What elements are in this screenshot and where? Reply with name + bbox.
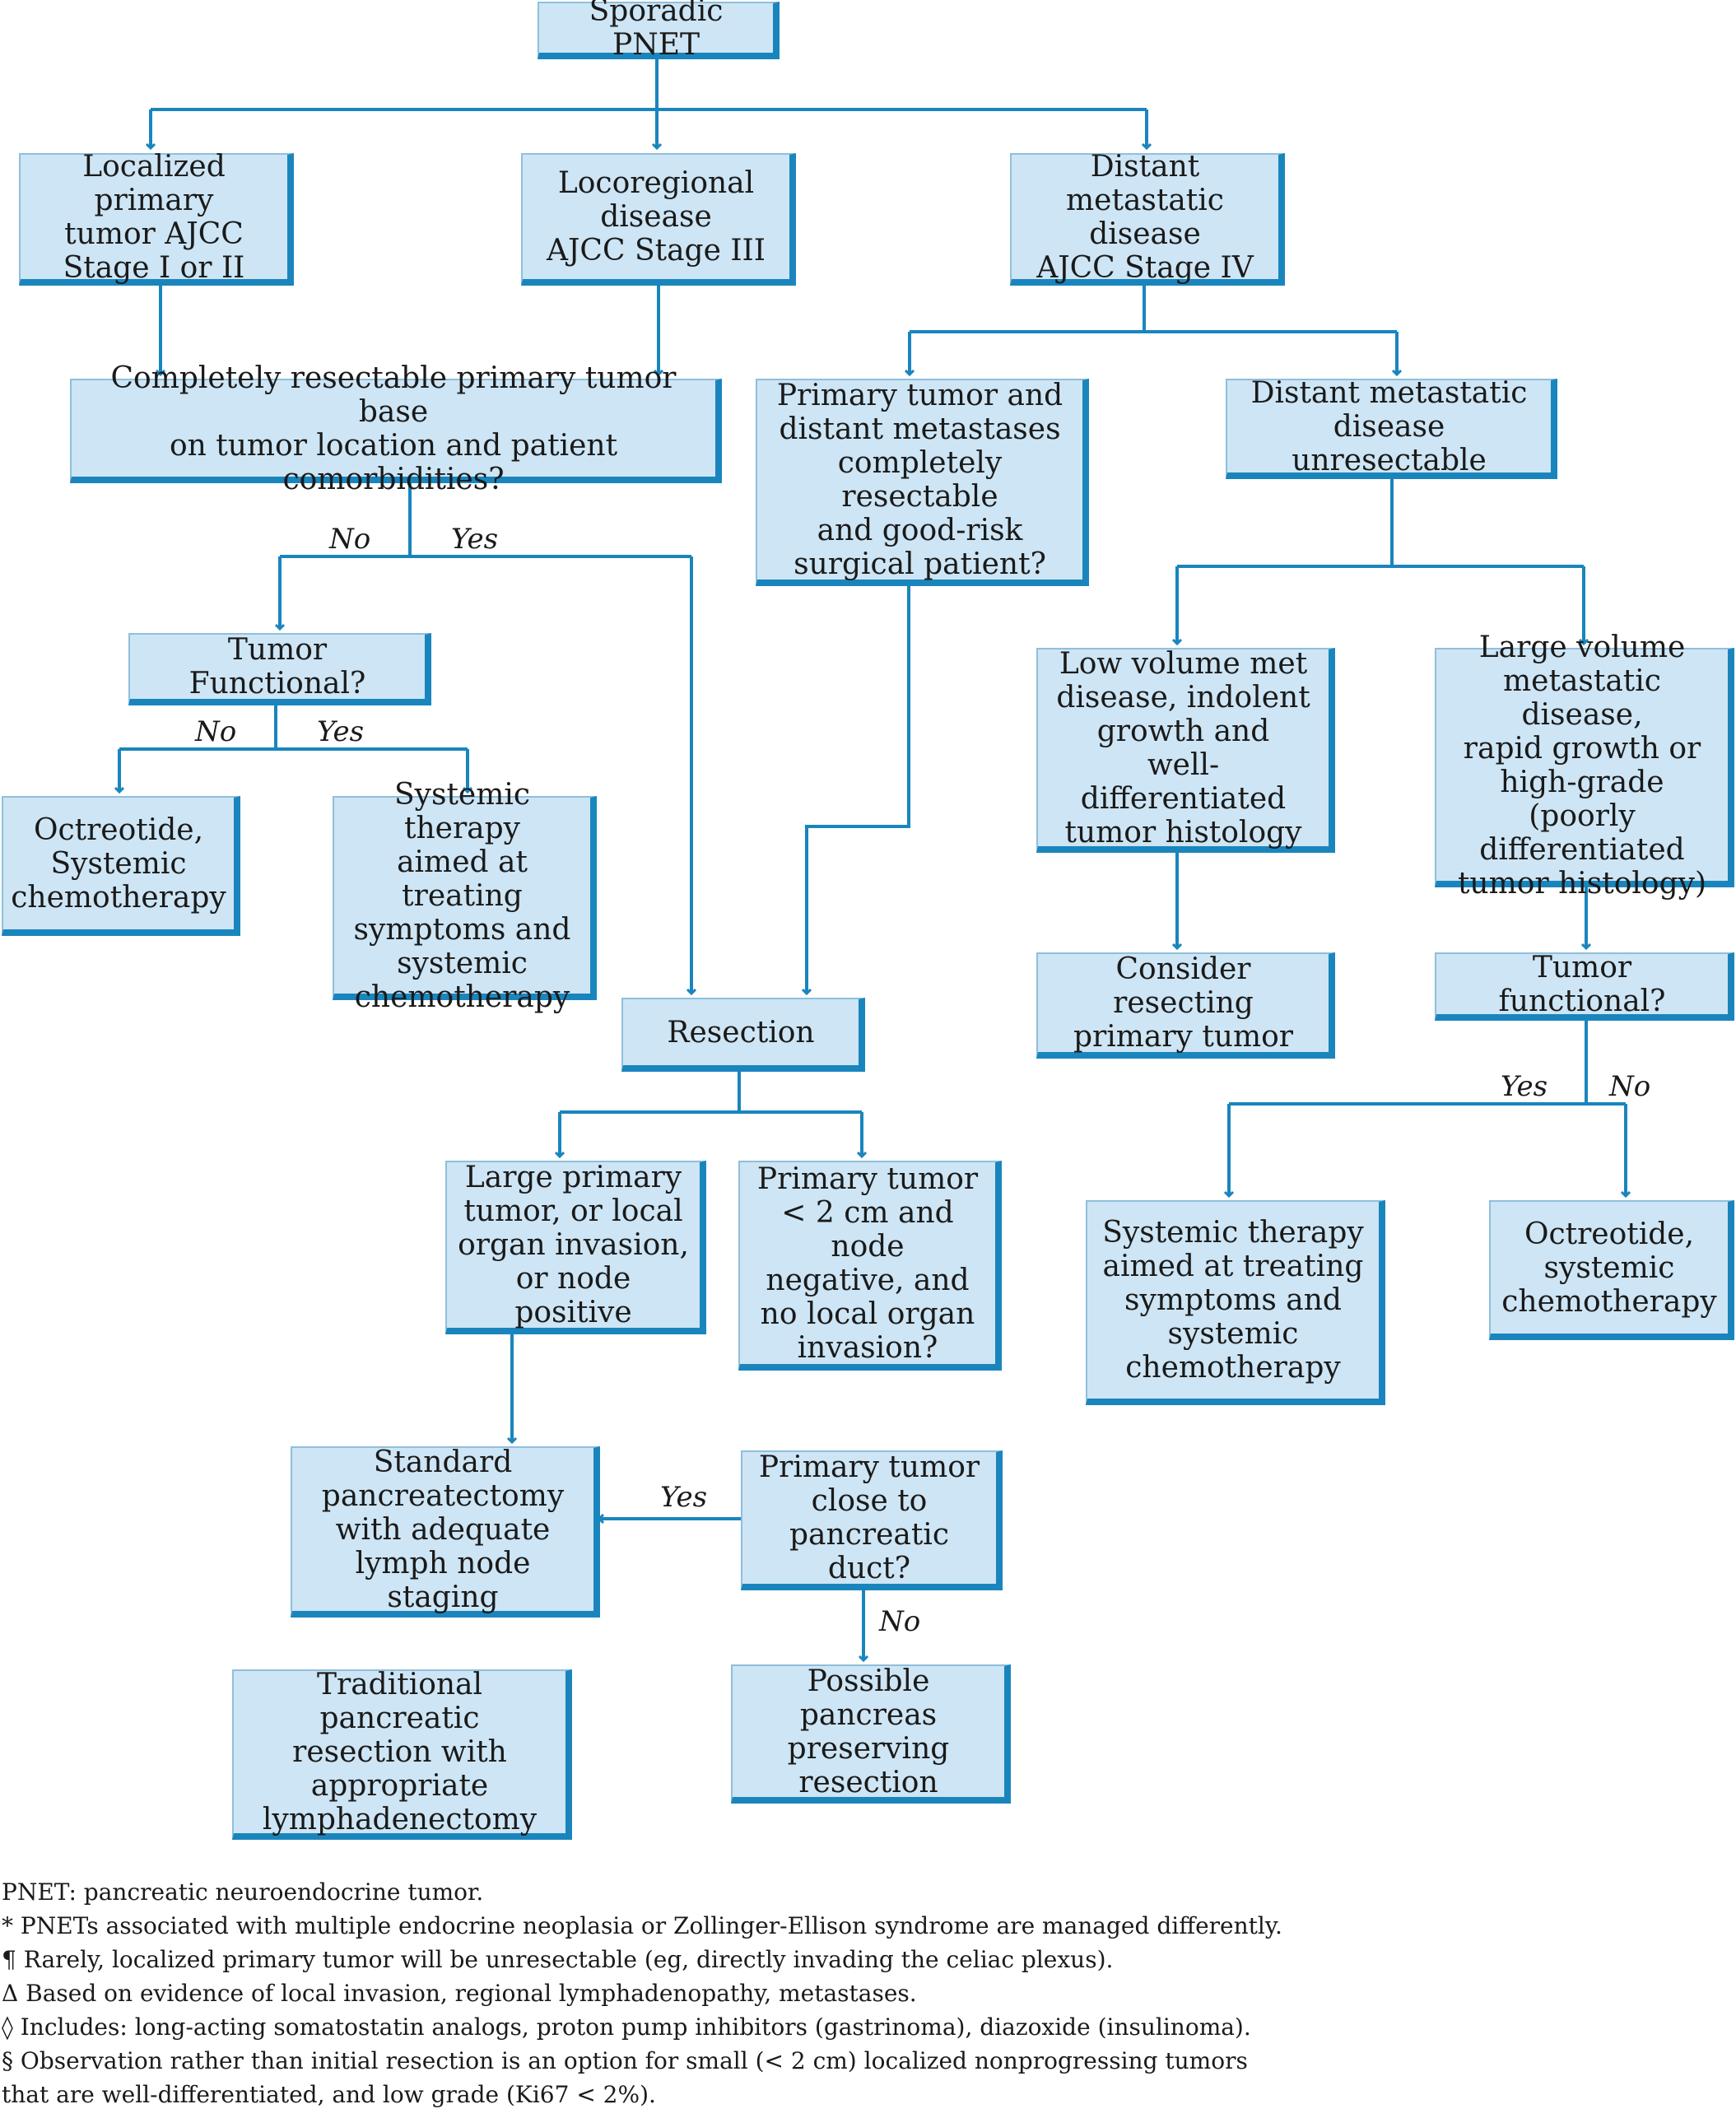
small-primary-node: Primary tumor < 2 cm and node negative, … [738, 1161, 1002, 1371]
label-yes-resectable: Yes [451, 523, 499, 556]
resection-node: Resection [621, 998, 865, 1072]
localized-node: Localized primary tumor AJCC Stage I or … [19, 150, 294, 286]
resectable-question: Completely resectable primary tumor base… [70, 361, 722, 496]
traditional-resection-node: Traditional pancreatic resection with ap… [232, 1668, 572, 1840]
connector-functional [119, 702, 468, 751]
octreotide-right-node: Octreotide, systemic chemotherapy [1489, 1200, 1734, 1340]
connector-root [151, 56, 1147, 111]
footnote-pilcrow: ¶ Rarely, localized primary tumor will b… [2, 1946, 1114, 1973]
locoregional-node: Locoregional disease AJCC Stage III [521, 153, 796, 286]
label-no-resectable: No [329, 523, 371, 556]
footnotes: PNET: pancreatic neuroendocrine tumor. *… [2, 1875, 1730, 2111]
consider-node: Consider resecting primary tumor [1036, 952, 1335, 1059]
arrow-primary-distant-to-resection [807, 583, 910, 994]
primary-distant-question: Primary tumor and distant metastases com… [756, 379, 1089, 586]
connector-unresectable [1177, 476, 1584, 568]
footnote-diamond: ◊ Includes: long-acting somatostatin ana… [2, 2013, 1251, 2041]
low-volume-node: Low volume met disease, indolent growth … [1036, 647, 1335, 853]
unresectable-node: Distant metastatic disease unresectable [1226, 376, 1557, 479]
large-primary-node: Large primary tumor, or local organ inva… [445, 1161, 706, 1334]
systemic-right-node: Systemic therapy aimed at treating sympt… [1086, 1200, 1385, 1405]
label-yes-close-duct: Yes [660, 1481, 708, 1514]
systemic-left-node: Systemic therapy aimed at treating sympt… [333, 778, 597, 1014]
label-yes-functional2: Yes [1501, 1070, 1548, 1103]
functional-question: Tumor Functional? [128, 633, 431, 705]
standard-pancreatectomy-node: Standard pancreatectomy with adequate ly… [291, 1445, 600, 1618]
label-no-functional2: No [1609, 1070, 1651, 1103]
distant-node: Distant metastatic disease AJCC Stage IV [1010, 150, 1285, 286]
footnote-pnet: PNET: pancreatic neuroendocrine tumor. [2, 1878, 484, 1906]
root-node: Sporadic PNET [538, 0, 780, 62]
label-no-close-duct: No [879, 1605, 921, 1638]
large-volume-node: Large volume metastatic disease, rapid g… [1435, 631, 1734, 901]
connector-functional2 [1229, 1017, 1626, 1106]
octreotide-left-node: Octreotide, Systemic chemotherapy [2, 796, 240, 936]
close-duct-question: Primary tumor close to pancreatic duct? [741, 1450, 1003, 1590]
label-no-functional: No [195, 715, 237, 748]
preserving-resection-node: Possible pancreas preserving resection [731, 1664, 1011, 1804]
footnote-section: § Observation rather than initial resect… [2, 2047, 1248, 2108]
footnote-asterisk: * PNETs associated with multiple endocri… [2, 1912, 1282, 1939]
functional-question-2: Tumor functional? [1435, 951, 1734, 1021]
connector-resectable [280, 480, 691, 558]
connector-distant [910, 282, 1397, 333]
connector-resection [560, 1068, 862, 1114]
footnote-delta: Δ Based on evidence of local invasion, r… [2, 1980, 917, 2007]
label-yes-functional: Yes [317, 715, 365, 748]
